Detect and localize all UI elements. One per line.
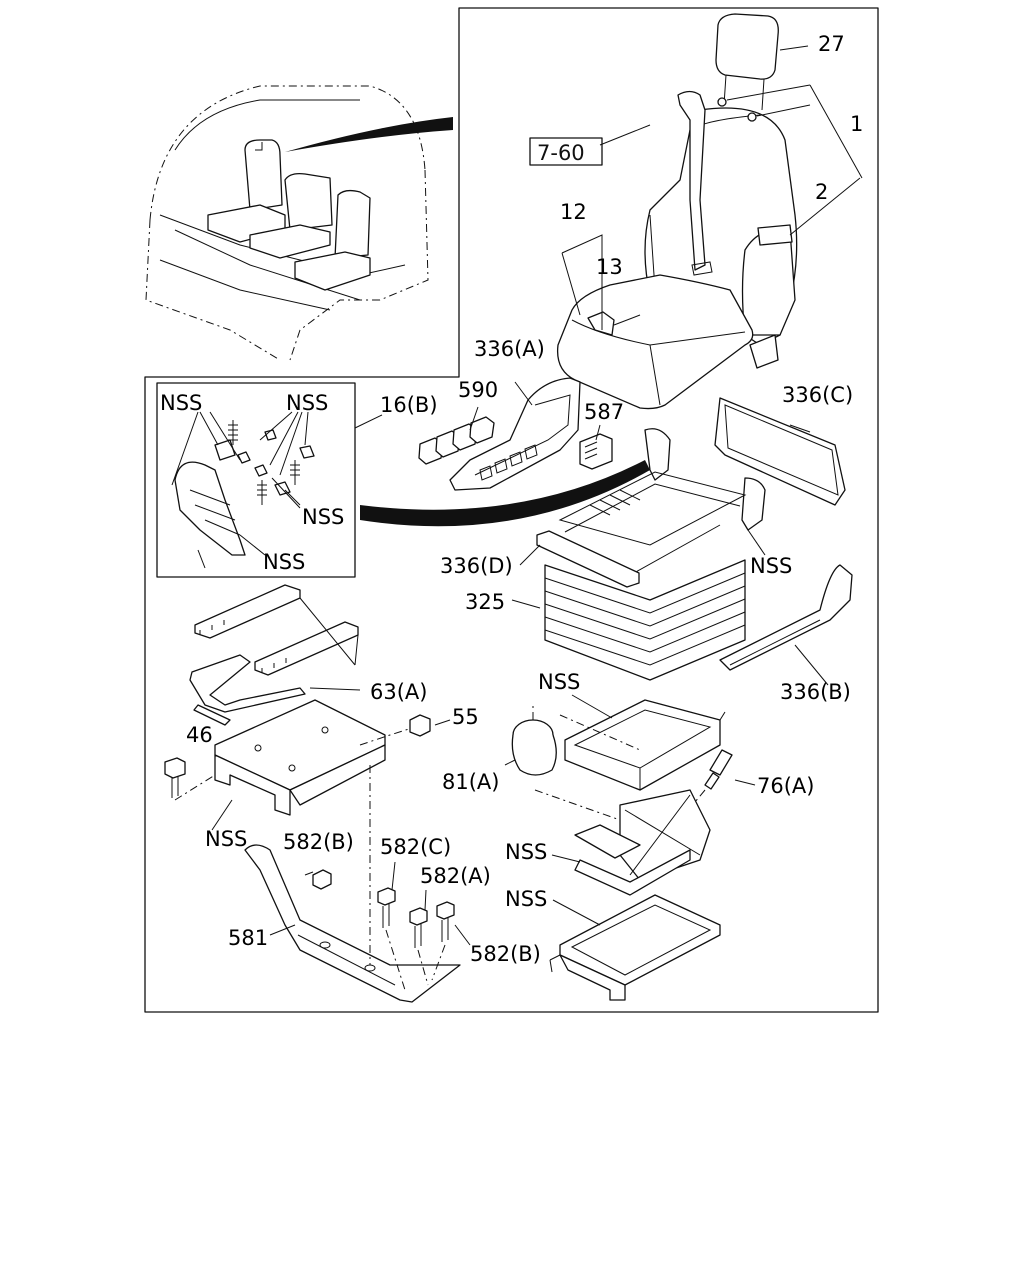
label-590: 590 (458, 378, 499, 402)
mounting-bracket (244, 765, 461, 1003)
label-336-c: 336(C) (782, 383, 854, 407)
label-1: 1 (850, 112, 864, 136)
cab-overview (145, 85, 453, 361)
knobs (418, 406, 495, 465)
bellows (511, 559, 746, 681)
label-581: 581 (228, 926, 269, 950)
label-582-b-2: 582(B) (470, 942, 541, 966)
label-nss-bracket: NSS (205, 827, 248, 851)
label-582-c: 582(C) (380, 835, 452, 859)
air-spring (504, 705, 557, 776)
side-cover-b (719, 564, 853, 686)
switch (579, 424, 613, 470)
side-cover-a (449, 377, 581, 491)
label-81-a: 81(A) (442, 770, 500, 794)
inset-detail (156, 382, 650, 578)
headrest (715, 13, 809, 111)
label-nss-inset-1: NSS (160, 391, 203, 415)
reference-label: 7-60 (537, 141, 585, 165)
label-2: 2 (815, 180, 829, 204)
label-nss-inset-3: NSS (302, 505, 345, 529)
label-27: 27 (818, 32, 845, 56)
seat-frame (519, 428, 766, 588)
label-12: 12 (560, 200, 587, 224)
label-13: 13 (596, 255, 623, 279)
label-nss-scissor: NSS (505, 840, 548, 864)
rails (189, 584, 361, 726)
label-nss-frame: NSS (750, 554, 793, 578)
label-76-a: 76(A) (757, 774, 815, 798)
label-nss-inset-4: NSS (263, 550, 306, 574)
scissor-mechanism (534, 789, 711, 896)
label-63-a: 63(A) (370, 680, 428, 704)
diagram-frame (144, 7, 879, 1013)
bolts-582 (304, 861, 471, 991)
label-nss-base: NSS (538, 670, 581, 694)
label-587: 587 (584, 400, 625, 424)
back-panel (714, 397, 846, 506)
label-nss-inset-2: NSS (286, 391, 329, 415)
lower-rail-frame (549, 894, 721, 1001)
mounting-base (174, 699, 413, 831)
upper-frame (559, 694, 726, 791)
label-nss-rail: NSS (505, 887, 548, 911)
label-55: 55 (452, 705, 479, 729)
label-582-a: 582(A) (420, 864, 491, 888)
label-46: 46 (186, 723, 213, 747)
label-16-b: 16(B) (380, 393, 438, 417)
nut-55 (409, 714, 451, 737)
label-325: 325 (465, 590, 506, 614)
label-336-a: 336(A) (474, 337, 545, 361)
reference-box (529, 137, 603, 166)
bolt-46 (164, 757, 186, 798)
seat-cushion (556, 234, 754, 410)
label-336-d: 336(D) (440, 554, 513, 578)
label-582-b-1: 582(B) (283, 830, 354, 854)
label-336-b: 336(B) (780, 680, 851, 704)
